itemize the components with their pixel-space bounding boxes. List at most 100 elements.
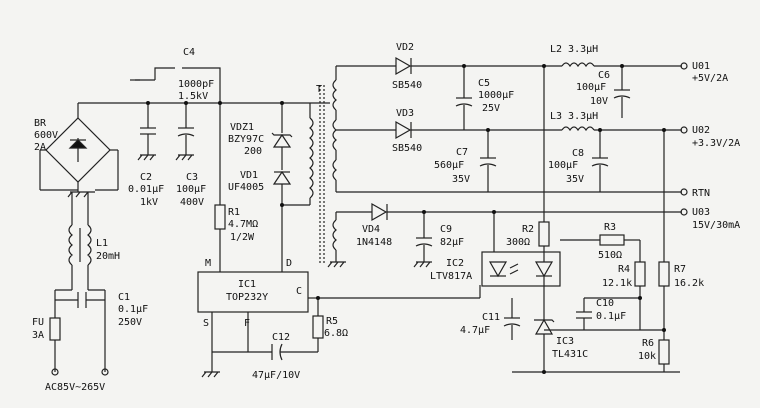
label-r5-val: 6.8Ω — [324, 328, 348, 339]
label-c4-v: 1.5kV — [178, 91, 208, 102]
secondary-wiring — [332, 56, 682, 373]
label-c5: C5 — [478, 78, 490, 89]
label-c11-val: 4.7μF — [460, 325, 490, 336]
label-c11: C11 — [482, 312, 500, 323]
label-u02: U02 — [692, 125, 710, 136]
label-vd3: VD3 — [396, 108, 414, 119]
label-l3: L3 3.3μH — [550, 111, 598, 122]
label-ic3-part: TL431C — [552, 349, 588, 360]
label-ic1-s: S — [203, 318, 209, 329]
label-c8-v: 35V — [566, 174, 584, 185]
label-c4-val: 1000pF — [178, 79, 214, 90]
label-c7-val: 560μF — [434, 160, 464, 171]
label-ac-input: AC85V~265V — [45, 382, 105, 393]
label-ic1-part: TOP232Y — [226, 292, 268, 303]
output-terminal-rtn — [680, 188, 688, 196]
label-r4: R4 — [618, 264, 630, 275]
label-vd4-part: 1N4148 — [356, 237, 392, 248]
label-u01-val: +5V/2A — [692, 73, 728, 84]
label-r7: R7 — [674, 264, 686, 275]
label-c1-val: 0.1μF — [118, 304, 148, 315]
label-c10: C10 — [596, 298, 614, 309]
label-c2: C2 — [140, 172, 152, 183]
label-c3: C3 — [186, 172, 198, 183]
label-u01: U01 — [692, 61, 710, 72]
label-ic2: IC2 — [446, 258, 464, 269]
label-vd2: VD2 — [396, 42, 414, 53]
label-c5-v: 25V — [482, 103, 500, 114]
label-r1-val: 4.7MΩ — [228, 219, 258, 230]
label-ic1: IC1 — [238, 279, 256, 290]
label-c8-val: 100μF — [548, 160, 578, 171]
label-c12-val: 47μF/10V — [252, 370, 300, 381]
label-c10-val: 0.1μF — [596, 311, 626, 322]
label-vd2-part: SB540 — [392, 80, 422, 91]
label-ic1-f: F — [244, 318, 250, 329]
label-r3-val: 510Ω — [598, 250, 622, 261]
label-fu-a: 3A — [32, 330, 44, 341]
junction-dots — [146, 64, 666, 374]
label-c12: C12 — [272, 332, 290, 343]
label-ic2-part: LTV817A — [430, 271, 472, 282]
output-terminal-u03 — [680, 208, 688, 216]
primary-wiring — [39, 67, 481, 372]
label-r2-val: 300Ω — [506, 237, 530, 248]
label-c3-val: 100μF — [176, 184, 206, 195]
label-c6: C6 — [598, 70, 610, 81]
label-vdz1: VDZ1 — [230, 122, 254, 133]
label-u03-val: 15V/30mA — [692, 220, 740, 231]
label-c7: C7 — [456, 147, 468, 158]
ac-input-terminal-1 — [51, 368, 59, 376]
output-terminal-u02 — [680, 126, 688, 134]
label-l1: L1 — [96, 238, 108, 249]
label-l1-val: 20mH — [96, 251, 120, 262]
ac-input-terminal-2 — [101, 368, 109, 376]
label-vd4: VD4 — [362, 224, 380, 235]
label-l2: L2 3.3μH — [550, 44, 598, 55]
label-ic1-c: C — [296, 286, 302, 297]
output-terminal-u01 — [680, 62, 688, 70]
label-vd1-part: UF4005 — [228, 182, 264, 193]
label-br: BR — [34, 118, 47, 129]
label-vdz1-v: 200 — [244, 146, 262, 157]
label-r1-w: 1/2W — [230, 232, 255, 243]
label-br-v: 600V — [34, 130, 58, 141]
label-ic1-d: D — [286, 258, 292, 269]
label-vd1: VD1 — [240, 170, 258, 181]
label-c2-val: 0.01μF — [128, 184, 164, 195]
label-rtn: RTN — [692, 188, 710, 199]
fuse-fu — [49, 317, 61, 341]
label-vd3-part: SB540 — [392, 143, 422, 154]
label-vdz1-part: BZY97C — [228, 134, 264, 145]
label-r5: R5 — [326, 316, 338, 327]
label-c7-v: 35V — [452, 174, 470, 185]
label-br-a: 2A — [34, 142, 46, 153]
label-r6-val: 10k — [638, 351, 656, 362]
label-c6-val: 100μF — [576, 82, 606, 93]
label-r6: R6 — [642, 338, 654, 349]
label-c9-val: 82μF — [440, 237, 464, 248]
component-labels: C4 1000pF 1.5kV T BR 600V 2A C2 0.01μF 1… — [32, 42, 740, 393]
label-r1: R1 — [228, 207, 240, 218]
label-ic3: IC3 — [556, 336, 574, 347]
label-c5-val: 1000μF — [478, 90, 514, 101]
label-c4: C4 — [183, 47, 195, 58]
label-t: T — [316, 84, 322, 95]
label-c1-v: 250V — [118, 317, 142, 328]
label-c6-v: 10V — [590, 96, 608, 107]
label-r7-val: 16.2k — [674, 278, 704, 289]
label-ic1-m: M — [205, 258, 211, 269]
label-c1: C1 — [118, 292, 130, 303]
label-c8: C8 — [572, 148, 584, 159]
label-u03: U03 — [692, 207, 710, 218]
label-r3: R3 — [604, 222, 616, 233]
label-r4-val: 12.1k — [602, 278, 632, 289]
label-fu: FU — [32, 317, 44, 328]
label-c9: C9 — [440, 224, 452, 235]
label-u02-val: +3.3V/2A — [692, 138, 740, 149]
label-r2: R2 — [522, 224, 534, 235]
label-c3-v: 400V — [180, 197, 204, 208]
label-c2-v: 1kV — [140, 197, 158, 208]
